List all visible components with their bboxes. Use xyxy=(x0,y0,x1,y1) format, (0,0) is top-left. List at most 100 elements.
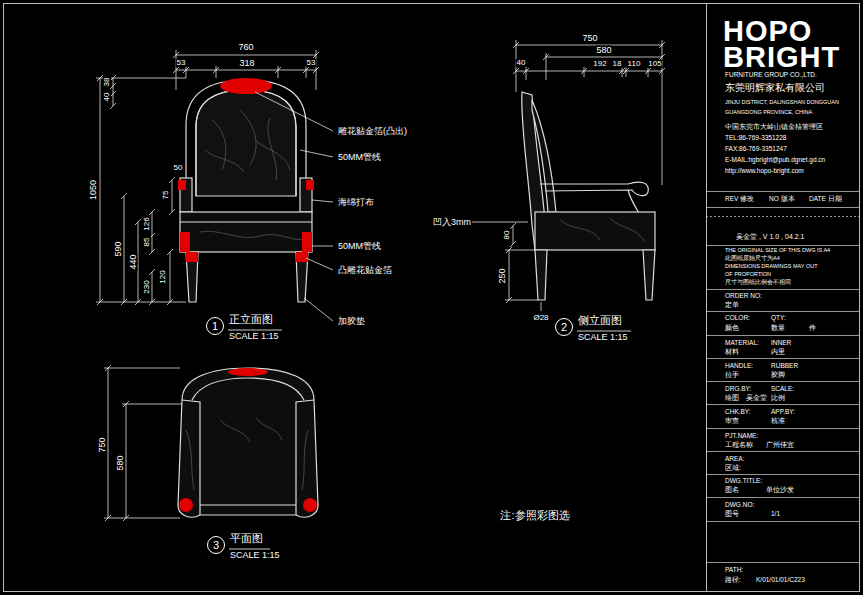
side-dimension-lines xyxy=(472,40,665,311)
side-dimension-lines xyxy=(648,67,649,77)
callout-text: 雕花贴金箔(凸出) xyxy=(337,127,408,136)
fabric-pattern xyxy=(186,418,308,490)
title-block-text: REV 修改 xyxy=(724,196,755,203)
leader-lines xyxy=(300,150,333,157)
title-block-text: 核准 xyxy=(770,418,786,425)
leader-lines xyxy=(255,92,333,131)
title-block-text: 拉手 xyxy=(724,372,740,379)
title-block-rules xyxy=(706,191,860,192)
side-dimension-lines xyxy=(472,222,528,223)
plan-dimension-lines xyxy=(104,368,180,369)
front-view-chair xyxy=(196,90,296,196)
dimension-text: 590 xyxy=(114,240,123,257)
title-block-text: PATH: xyxy=(724,567,744,574)
title-block-text: THE ORIGINAL SIZE OF THIS DWG IS A4 xyxy=(724,248,831,254)
fabric-pattern xyxy=(560,218,645,242)
dimension-text: 85 xyxy=(143,237,151,248)
plan-view-chair xyxy=(192,378,304,400)
leader-lines xyxy=(306,258,333,270)
dimension-text: 1050 xyxy=(89,179,98,201)
gilded-carving xyxy=(180,232,190,252)
scale-note: SCALE 1:15 xyxy=(578,333,628,342)
title-block-text: 件 xyxy=(808,325,817,332)
front-view-chair xyxy=(180,212,312,252)
callout-text: 加胶垫 xyxy=(337,317,366,326)
title-block-text: 1/1 xyxy=(770,511,781,518)
title-block-rules xyxy=(706,358,860,359)
plan-dimension-lines xyxy=(108,368,109,518)
dimension-text: 760 xyxy=(237,43,254,52)
dimension-text: 75 xyxy=(162,190,170,201)
front-dimension-lines xyxy=(170,252,171,302)
side-view-chair xyxy=(643,250,655,300)
front-view-chair xyxy=(296,252,308,302)
front-dimension-lines xyxy=(96,302,186,303)
side-dimension-lines xyxy=(505,300,538,301)
dimension-text: 18 xyxy=(612,60,623,68)
plan-dimension-lines xyxy=(104,365,182,521)
scale-note: SCALE 1:15 xyxy=(229,332,279,341)
dimension-text: 53 xyxy=(176,59,187,67)
gilded-carving xyxy=(228,368,268,376)
title-block-text: RUBBER xyxy=(770,363,799,370)
title-block-text: E-MAIL:hgbright@pub.dgnet.gd.cn xyxy=(724,157,826,164)
front-dimension-lines xyxy=(216,66,217,78)
fabric-pattern xyxy=(560,218,645,242)
title-block-text: FURNITURE GROUP CO.,LTD. xyxy=(724,72,818,79)
side-view-chair xyxy=(532,100,556,212)
callout-number: 1 xyxy=(207,318,223,334)
side-dimension-lines xyxy=(546,57,662,58)
front-view-chair xyxy=(180,221,312,222)
title-block-text: 工程名称 xyxy=(724,442,754,449)
front-dimension-lines xyxy=(138,222,139,302)
side-dimension-lines xyxy=(526,67,527,80)
title-block-text: ORDER NO: xyxy=(724,293,763,300)
leader-lines xyxy=(304,298,333,321)
front-view-chair xyxy=(196,90,296,196)
front-dimension-lines xyxy=(306,66,307,78)
title-block-text: 内里 xyxy=(770,349,786,356)
front-dimension-lines xyxy=(152,272,153,302)
dimension-text: 580 xyxy=(595,46,612,55)
title-block-text: 吴金堂 , V 1.0 , 04.2.1 xyxy=(735,233,805,240)
fabric-pattern xyxy=(200,110,305,240)
dimension-text: 250 xyxy=(498,267,507,284)
sheet-frame xyxy=(4,4,860,592)
plan-dimension-lines xyxy=(122,404,182,405)
callout-text: 50MM管线 xyxy=(337,153,382,162)
gilded-carving xyxy=(179,368,317,512)
plan-dimension-lines xyxy=(126,404,127,518)
sheet-frame xyxy=(706,4,707,592)
side-view-chair xyxy=(522,92,655,300)
dimension-text: 750 xyxy=(98,436,107,453)
side-dimension-lines xyxy=(516,71,662,72)
front-dimension-lines xyxy=(124,196,125,302)
gilded-carving xyxy=(306,180,314,190)
front-dimension-lines xyxy=(172,180,173,212)
title-block-rules xyxy=(706,404,860,405)
title-block-rules xyxy=(706,289,860,290)
title-block-text: 图号 xyxy=(724,511,740,518)
view-callout-circle: 3平面图SCALE 1:15 xyxy=(207,536,225,554)
view-title: 正立面图 xyxy=(229,314,273,325)
title-block-rules xyxy=(706,451,860,452)
view-title: 平面图 xyxy=(230,533,263,544)
title-block-text: 数量 xyxy=(770,325,786,332)
title-block-text: DIMENSIONS DRAWINGS MAY OUT xyxy=(724,264,819,270)
title-block-text: http://www.hopo-bright.com xyxy=(724,168,805,175)
plan-view-chair xyxy=(178,368,318,517)
plan-view-chair xyxy=(296,400,314,515)
title-block-rules xyxy=(706,562,860,563)
title-block-text: 此图纸原始尺寸为A4 xyxy=(724,256,781,262)
plan-view-chair xyxy=(178,368,318,517)
callout-text: 凸雕花贴金箔 xyxy=(337,266,393,275)
title-block-text: DRG.BY: xyxy=(724,386,752,393)
title-block-text: AREA: xyxy=(724,456,746,463)
front-view-chair xyxy=(186,80,306,196)
title-block-text: GUANGDONG PROVINCE, CHINA xyxy=(724,110,813,116)
side-view-chair xyxy=(535,250,547,300)
gilded-carving xyxy=(178,78,314,262)
title-block-rules xyxy=(706,311,860,312)
title-block-rules xyxy=(706,381,860,382)
